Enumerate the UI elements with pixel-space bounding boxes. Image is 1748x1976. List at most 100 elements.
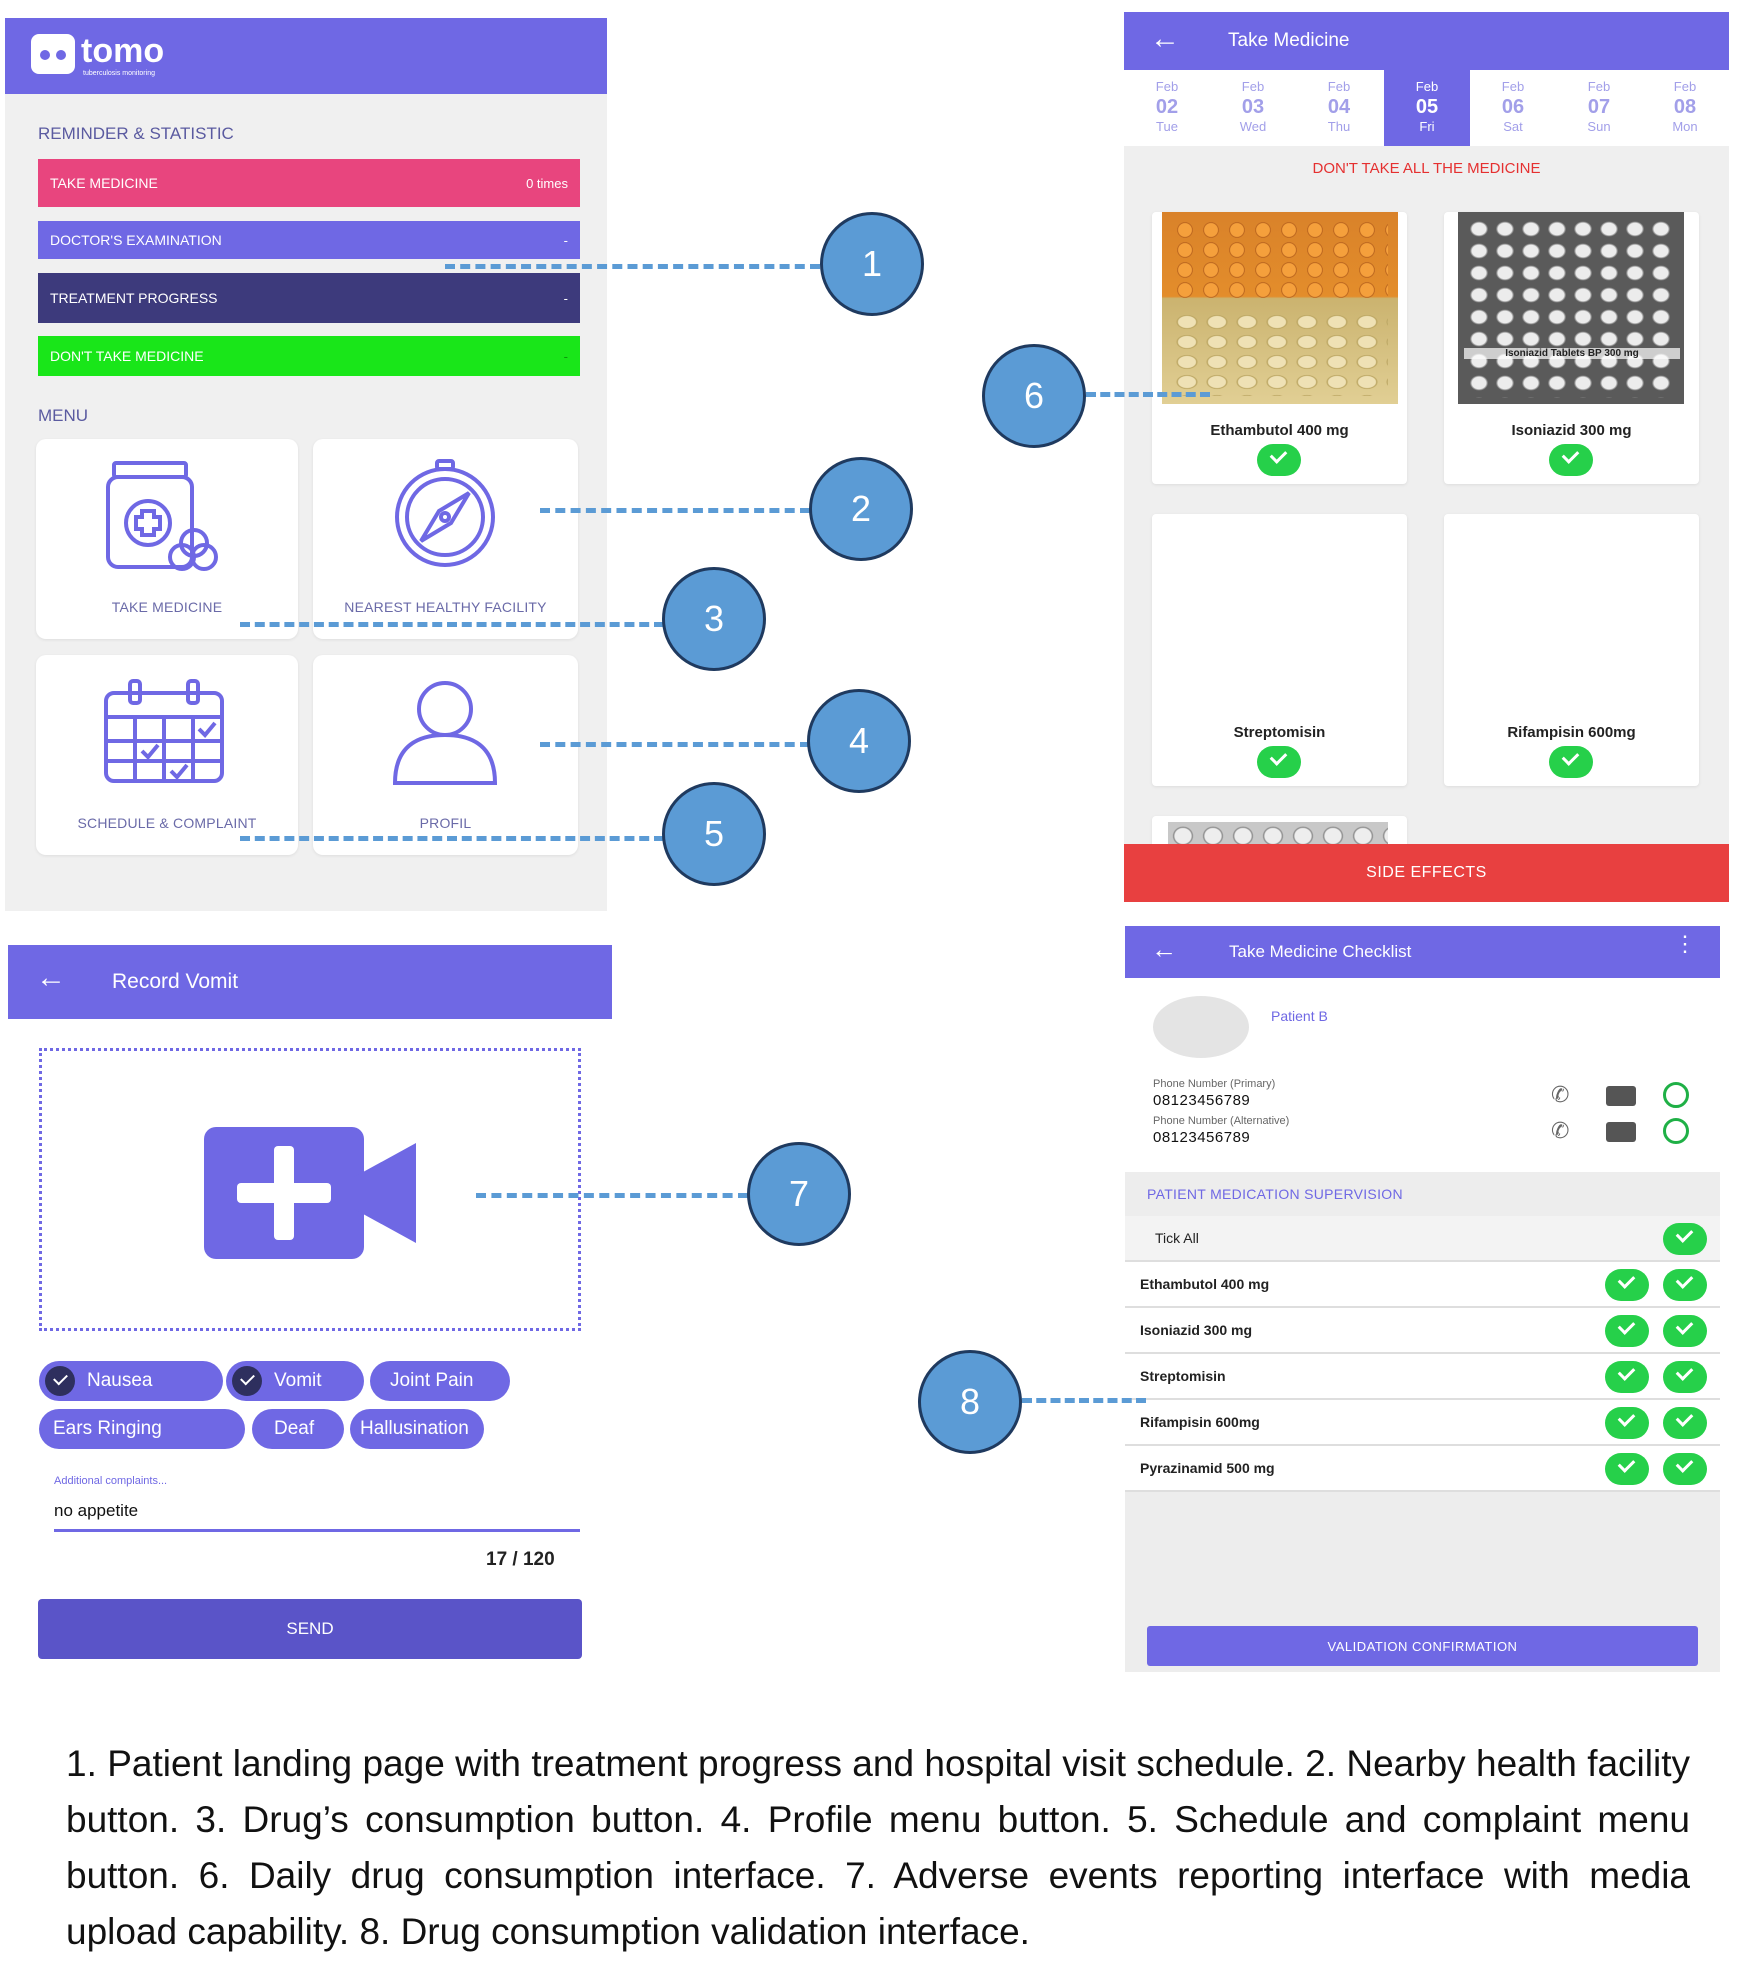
check-icon[interactable]: [1605, 1269, 1649, 1301]
row-label: Rifampisin 600mg: [1140, 1414, 1260, 1430]
row-label: Pyrazinamid 500 mg: [1140, 1460, 1275, 1476]
check-icon[interactable]: [1663, 1315, 1707, 1347]
check-icon[interactable]: [1605, 1453, 1649, 1485]
medicine-name: Isoniazid 300 mg: [1511, 422, 1632, 439]
row-label: Ethambutol 400 mg: [1140, 1276, 1270, 1292]
medicine-card[interactable]: Isoniazid Tablets BP 300 mg Isoniazid 30…: [1444, 212, 1699, 484]
message-icon[interactable]: [1606, 1122, 1636, 1142]
video-add-icon: [204, 1127, 416, 1259]
leader-line-2: [540, 508, 810, 513]
landing-screen: tomo tuberculosis monitoring REMINDER & …: [5, 18, 607, 911]
menu-label: TAKE MEDICINE: [111, 599, 223, 615]
checklist-row: Isoniazid 300 mg: [1125, 1308, 1720, 1354]
checklist-row: Streptomisin: [1125, 1354, 1720, 1400]
validation-label: VALIDATION CONFIRMATION: [1327, 1638, 1518, 1654]
bar-value: -: [563, 232, 568, 248]
check-icon[interactable]: [1663, 1407, 1707, 1439]
check-icon[interactable]: [1663, 1453, 1707, 1485]
phone-icon[interactable]: ✆: [1551, 1118, 1570, 1143]
back-arrow-icon[interactable]: ←: [1150, 22, 1180, 55]
chip-ears-ringing[interactable]: Ears Ringing: [39, 1409, 245, 1449]
tomo-logo-icon: [31, 34, 75, 74]
menu-take-medicine[interactable]: TAKE MEDICINE: [36, 439, 298, 639]
complaint-input[interactable]: no appetite: [54, 1493, 580, 1532]
checklist-row: Rifampisin 600mg: [1125, 1400, 1720, 1446]
chip-nausea[interactable]: Nausea: [39, 1361, 223, 1401]
screen-title: Take Medicine: [1228, 30, 1350, 51]
chip-deaf[interactable]: Deaf: [252, 1409, 344, 1449]
leader-line-1: [445, 264, 820, 269]
menu-schedule-complaint[interactable]: SCHEDULE & COMPLAINT: [36, 655, 298, 855]
check-icon[interactable]: [1663, 1223, 1707, 1255]
menu-profil[interactable]: PROFIL: [313, 655, 578, 855]
patient-name: Patient B: [1271, 1008, 1328, 1024]
character-counter: 17 / 120: [486, 1549, 555, 1570]
side-effects-button[interactable]: SIDE EFFECTS: [1124, 844, 1729, 902]
logo-text: tomo: [81, 32, 165, 70]
check-icon[interactable]: [1549, 444, 1593, 476]
check-icon[interactable]: [1663, 1269, 1707, 1301]
phone-icon[interactable]: ✆: [1551, 1082, 1570, 1107]
send-button[interactable]: SEND: [38, 1599, 582, 1659]
chip-vomit[interactable]: Vomit: [226, 1361, 364, 1401]
check-icon[interactable]: [1257, 444, 1301, 476]
bar-label: DON'T TAKE MEDICINE: [50, 348, 204, 364]
chip-joint-pain[interactable]: Joint Pain: [370, 1361, 510, 1401]
chip-label: Hallusination: [360, 1418, 469, 1439]
medicine-name: Streptomisin: [1233, 724, 1326, 741]
chip-hallusination[interactable]: Hallusination: [350, 1409, 484, 1449]
leader-line-4: [540, 742, 810, 747]
check-icon[interactable]: [1605, 1407, 1649, 1439]
tick-all-row[interactable]: Tick All: [1125, 1216, 1720, 1262]
checklist-header: ← Take Medicine Checklist ⋮: [1125, 926, 1720, 978]
validation-confirmation-button[interactable]: VALIDATION CONFIRMATION: [1147, 1626, 1698, 1666]
media-upload-area[interactable]: [39, 1048, 581, 1331]
callout-1: 1: [820, 212, 924, 316]
record-vomit-header: ← Record Vomit: [8, 945, 612, 1019]
take-medicine-header: ← Take Medicine: [1124, 12, 1729, 70]
bar-treatment-progress[interactable]: TREATMENT PROGRESS -: [38, 273, 580, 323]
whatsapp-icon[interactable]: [1663, 1082, 1689, 1108]
bar-dont-take-medicine[interactable]: DON'T TAKE MEDICINE -: [38, 336, 580, 376]
phone-alt: 08123456789: [1153, 1129, 1251, 1146]
menu-heading: MENU: [38, 406, 89, 425]
medicine-card[interactable]: Rifampisin 600mg: [1444, 514, 1699, 786]
medicine-name: Ethambutol 400 mg: [1210, 422, 1349, 439]
message-icon[interactable]: [1606, 1086, 1636, 1106]
leader-line-3: [240, 622, 664, 627]
blister-imprint: Isoniazid Tablets BP 300 mg: [1464, 348, 1680, 359]
logo-subtitle: tuberculosis monitoring: [83, 70, 155, 77]
check-icon: [232, 1366, 262, 1396]
back-arrow-icon[interactable]: ←: [1151, 934, 1177, 964]
check-icon[interactable]: [1663, 1361, 1707, 1393]
check-icon[interactable]: [1605, 1361, 1649, 1393]
chip-label: Vomit: [274, 1370, 322, 1391]
check-icon[interactable]: [1605, 1315, 1649, 1347]
record-vomit-screen: ← Record Vomit Nausea Vomit Joint Pain E…: [8, 945, 612, 1665]
back-arrow-icon[interactable]: ←: [36, 961, 66, 994]
menu-nearest-healthy-facility[interactable]: NEAREST HEALTHY FACILITY: [313, 439, 578, 639]
menu-label: NEAREST HEALTHY FACILITY: [344, 599, 547, 615]
callout-6: 6: [982, 344, 1086, 448]
more-vert-icon[interactable]: ⋮: [1674, 931, 1696, 956]
medicine-card[interactable]: Ethambutol 400 mg: [1152, 212, 1407, 484]
medicine-card[interactable]: Streptomisin: [1152, 514, 1407, 786]
leader-line-6: [1086, 392, 1210, 397]
bar-take-medicine[interactable]: TAKE MEDICINE 0 times: [38, 159, 580, 207]
check-icon[interactable]: [1549, 746, 1593, 778]
check-icon[interactable]: [1257, 746, 1301, 778]
row-label: Isoniazid 300 mg: [1140, 1322, 1253, 1338]
menu-label: PROFIL: [419, 815, 472, 831]
bar-doctors-examination[interactable]: DOCTOR'S EXAMINATION -: [38, 221, 580, 259]
callout-4: 4: [807, 689, 911, 793]
send-label: SEND: [286, 1619, 334, 1638]
phone-primary-label: Phone Number (Primary): [1153, 1078, 1276, 1090]
whatsapp-icon[interactable]: [1663, 1118, 1689, 1144]
